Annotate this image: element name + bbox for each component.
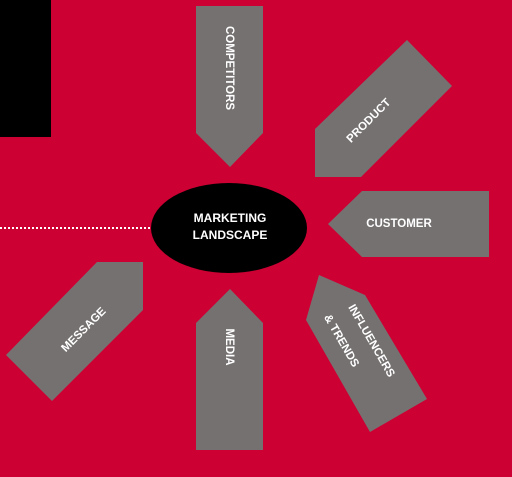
center-label-line2: LANDSCAPE bbox=[193, 228, 268, 242]
customer-arrow-shape bbox=[328, 191, 489, 257]
message-arrow-shape bbox=[6, 262, 143, 401]
customer-label: CUSTOMER bbox=[366, 218, 432, 230]
media-arrow: MEDIA bbox=[196, 289, 263, 450]
competitors-label: COMPETITORS bbox=[223, 26, 235, 110]
competitors-arrow-shape bbox=[196, 6, 263, 167]
center-ellipse bbox=[151, 183, 307, 273]
center-node: MARKETING LANDSCAPE bbox=[151, 183, 307, 273]
product-arrow: PRODUCT bbox=[315, 40, 452, 177]
media-label: MEDIA bbox=[223, 328, 235, 365]
message-arrow: MESSAGE bbox=[6, 262, 143, 401]
customer-arrow: CUSTOMER bbox=[328, 191, 489, 257]
competitors-arrow: COMPETITORS bbox=[196, 6, 263, 167]
influencers-trends-arrow-shape bbox=[306, 275, 427, 432]
influencers-trends-arrow: INFLUENCERS & TRENDS bbox=[306, 275, 427, 432]
center-label-line1: MARKETING bbox=[194, 211, 267, 225]
product-arrow-shape bbox=[315, 40, 452, 177]
corner-block bbox=[0, 0, 51, 137]
media-arrow-shape bbox=[196, 289, 263, 450]
